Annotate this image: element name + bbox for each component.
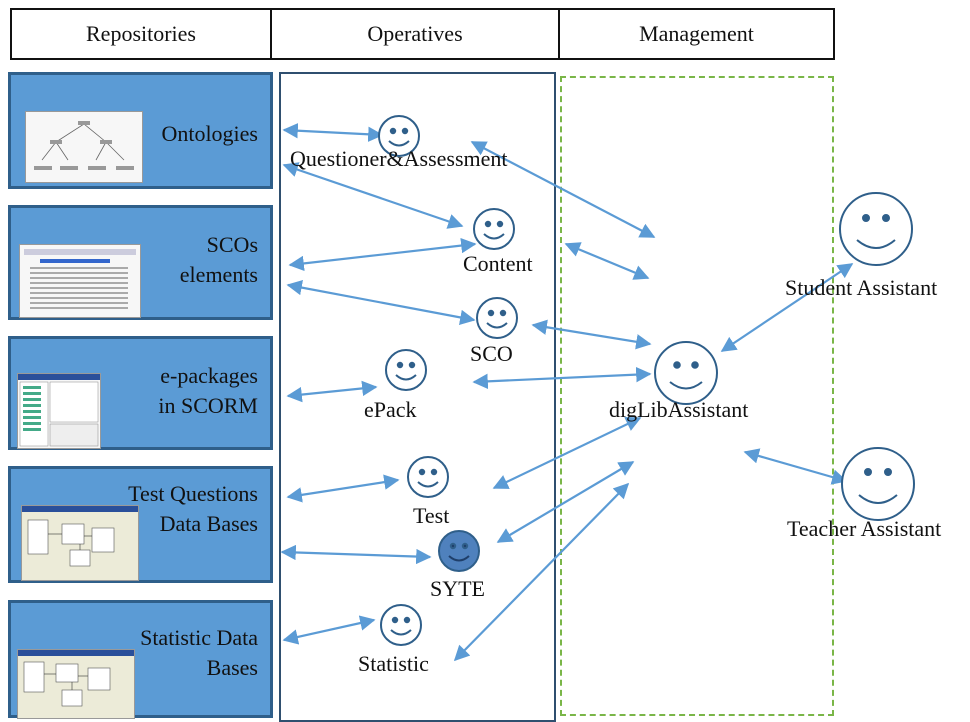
statistic-database-thumbnail [17, 649, 135, 719]
database-schema-icon [22, 506, 138, 580]
syte-face-icon [438, 530, 480, 572]
repo-statdb-line2: Bases [206, 655, 258, 680]
arrow-statistic-diglib [453, 482, 630, 662]
arrow-questioner-mgmt [470, 141, 656, 238]
repo-scos-line2: elements [179, 262, 258, 287]
teacher-face-icon [841, 447, 915, 521]
arrow-content-mgmt [564, 242, 650, 280]
header-operatives-label: Operatives [367, 21, 463, 46]
document-icon [24, 249, 136, 309]
arrow-epack-diglib [472, 366, 652, 390]
repo-testdb-line1: Test Questions [128, 481, 258, 506]
database-schema-icon [18, 650, 134, 718]
arrow-sco-diglib [531, 319, 652, 350]
repo-scos-line1: SCOs [206, 232, 258, 257]
sco-face-icon [476, 297, 518, 339]
repo-epackages: e-packages in SCORM [8, 336, 273, 450]
repo-scos-label: SCOs elements [180, 230, 258, 290]
management-column [560, 76, 834, 716]
test-database-thumbnail [21, 505, 139, 581]
diglib-face-icon [654, 341, 718, 405]
repo-epackages-label: e-packages in SCORM [158, 361, 258, 421]
epackage-window-thumbnail [17, 373, 101, 449]
agent-syte-label: SYTE [430, 576, 485, 601]
arrow-epack-repo [286, 380, 378, 403]
questioner-face-icon [378, 115, 420, 157]
repo-testdb-line2: Data Bases [159, 511, 258, 536]
repo-statdb: Statistic Data Bases [8, 600, 273, 719]
repo-epackages-line2: in SCORM [158, 393, 258, 418]
agent-questioner-label: Questioner&Assessment [290, 146, 508, 171]
content-face-icon [473, 208, 515, 250]
arrow-scos-content [288, 237, 477, 272]
arrow-testdb-test [286, 474, 400, 503]
agent-test-label: Test [413, 503, 450, 528]
agent-epack-label: ePack [364, 397, 417, 422]
repo-ontologies-line1: Ontologies [161, 121, 258, 146]
arrow-syte-diglib [496, 461, 635, 543]
statistic-face-icon [380, 604, 422, 646]
arrow-diglib-teacher [743, 448, 848, 485]
arrow-testdb-syte [280, 544, 432, 565]
repo-ontologies: Ontologies [8, 72, 273, 189]
epack-face-icon [385, 349, 427, 391]
agent-statistic-label: Statistic [358, 651, 429, 676]
header-management: Management [558, 8, 835, 60]
ontology-graph-thumbnail [25, 111, 143, 183]
test-face-icon [407, 456, 449, 498]
repo-statdb-label: Statistic Data Bases [140, 623, 258, 683]
header-repositories-label: Repositories [86, 21, 196, 46]
agent-student-label: Student Assistant [785, 275, 938, 300]
arrow-test-diglib [492, 417, 642, 489]
ontology-graph-icon [34, 121, 134, 170]
repo-ontologies-label: Ontologies [161, 119, 258, 149]
student-face-icon [839, 192, 913, 266]
arrow-diglib-student [720, 263, 854, 352]
agent-content-label: Content [463, 251, 533, 276]
repo-testdb-label: Test Questions Data Bases [128, 479, 258, 539]
operatives-column [279, 72, 556, 722]
repo-testdb: Test Questions Data Bases [8, 466, 273, 583]
agent-sco-label: SCO [470, 341, 513, 366]
repo-epackages-line1: e-packages [160, 363, 258, 388]
arrow-statdb-statistic [282, 615, 376, 645]
arrow-ontologies-content [282, 162, 464, 229]
arrow-scos-sco [286, 279, 476, 326]
sco-document-thumbnail [19, 244, 141, 318]
agent-diglib-label: digLibAssistant [609, 397, 749, 422]
header-management-label: Management [639, 21, 754, 46]
arrow-ontologies-questioner [282, 123, 384, 142]
repo-scos: SCOs elements [8, 205, 273, 320]
agent-teacher-label: Teacher Assistant [787, 516, 942, 541]
repo-statdb-line1: Statistic Data [140, 625, 258, 650]
header-repositories: Repositories [10, 8, 272, 60]
header-operatives: Operatives [270, 8, 560, 60]
window-icon [18, 374, 100, 447]
